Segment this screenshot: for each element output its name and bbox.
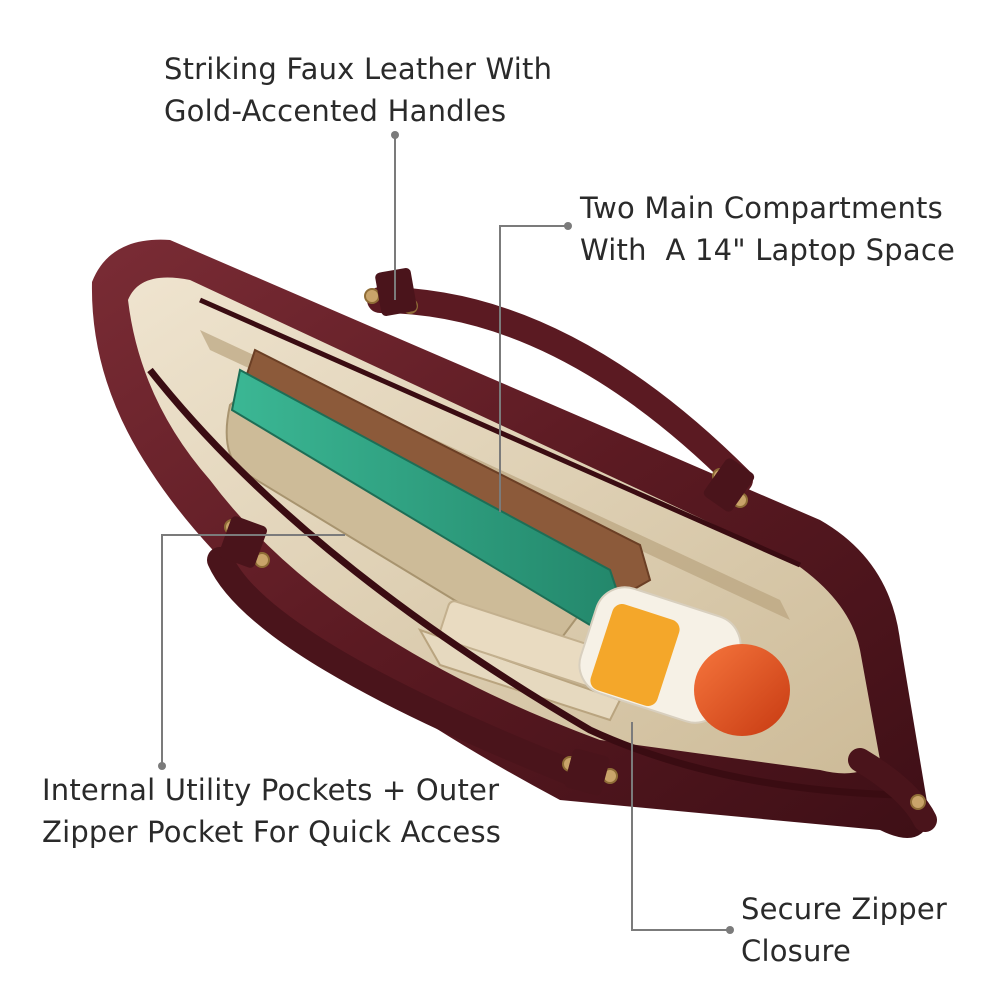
handle-front [207,547,603,793]
juice-bottle-cap [694,644,790,736]
callout-compartments: Two Main Compartments With A 14" Laptop … [580,187,955,271]
callout-handles: Striking Faux Leather With Gold-Accented… [164,48,552,132]
callout-zipper: Secure Zipper Closure [741,888,947,972]
callout-pockets: Internal Utility Pockets + Outer Zipper … [42,769,501,853]
zipper-track [147,367,901,799]
callout-compartments-line1: Two Main Compartments [580,191,943,225]
callout-handles-line1: Striking Faux Leather With [164,52,553,86]
juice-bottle-label [590,603,680,707]
callout-zipper-line1: Secure Zipper [741,892,948,926]
strap-end [848,748,937,832]
callout-pockets-line2: Zipper Pocket For Quick Access [42,815,502,849]
callout-pockets-line1: Internal Utility Pockets + Outer [42,773,500,807]
leader-lines [158,131,734,934]
callout-zipper-line2: Closure [741,934,852,968]
handle-tabs [219,268,755,796]
handle-back [367,287,753,493]
callout-compartments-line2: With A 14" Laptop Space [580,233,956,267]
callout-handles-line2: Gold-Accented Handles [164,94,507,128]
